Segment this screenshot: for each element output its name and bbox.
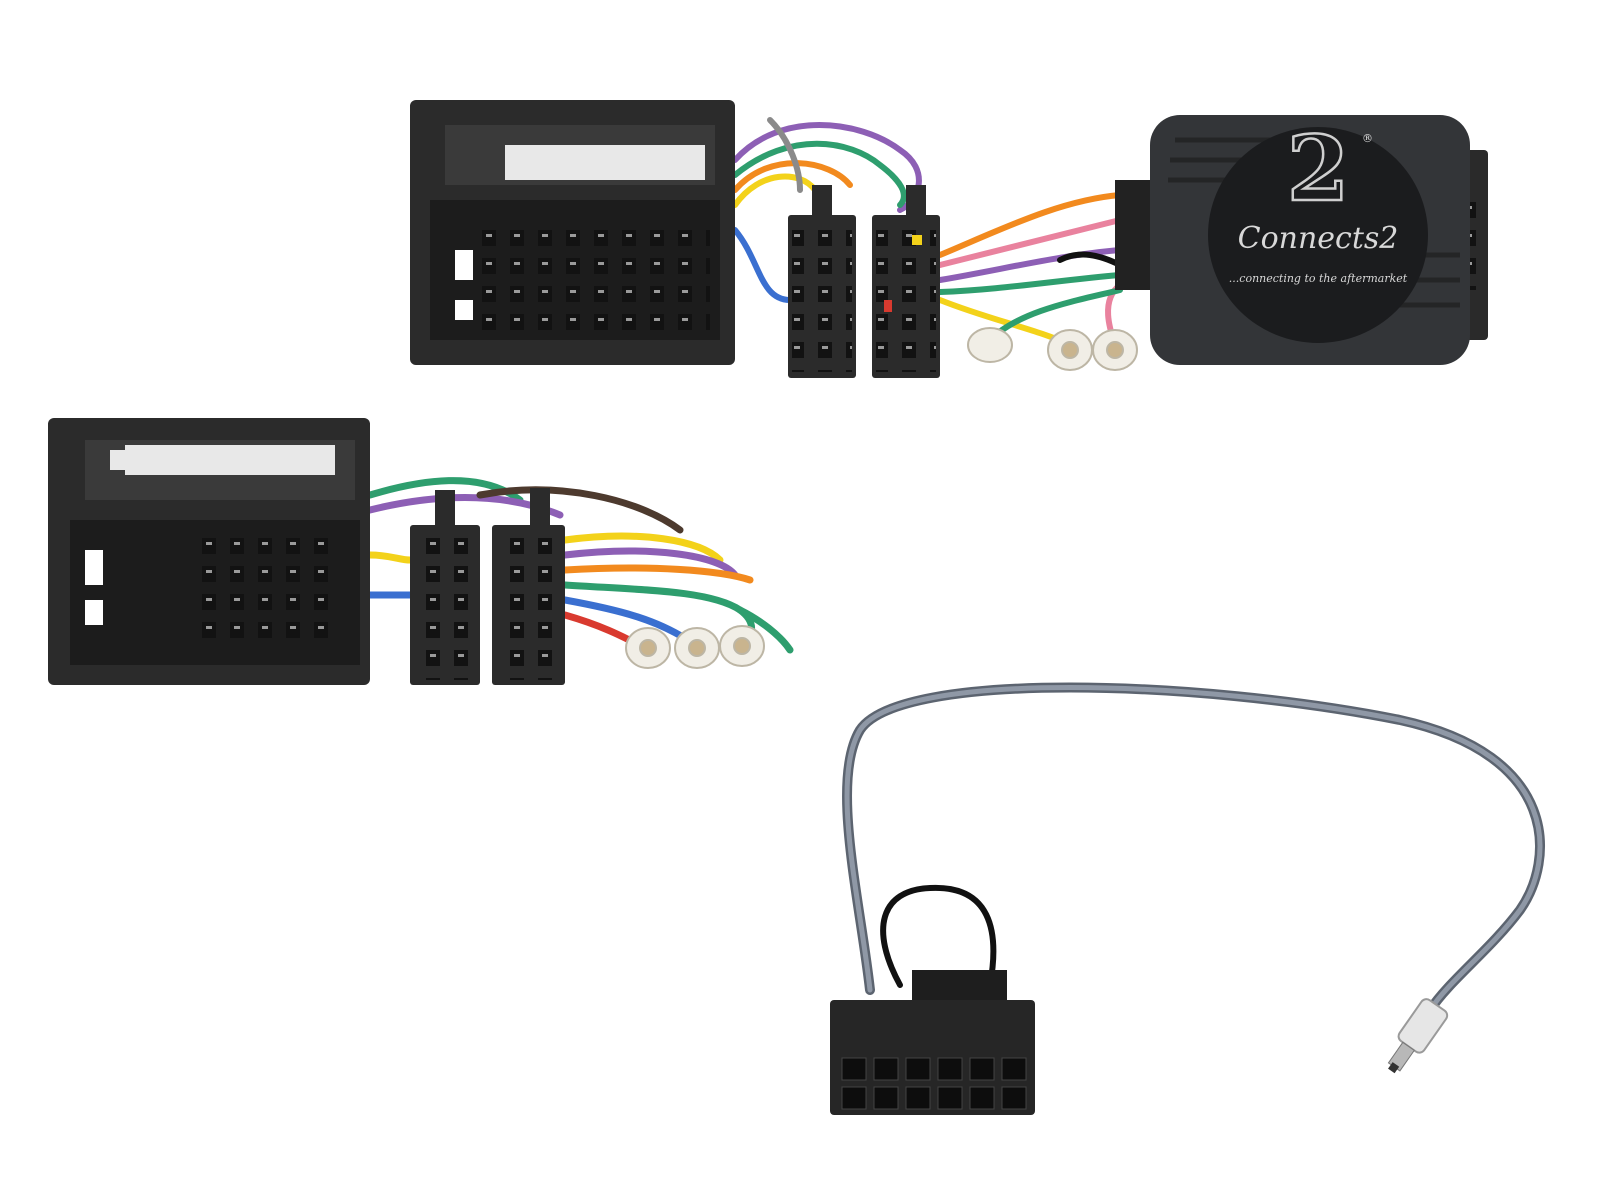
interface-module: 2 ® Connects2 ...connecting to the after…	[1115, 115, 1488, 365]
quadlock-connector-bottom	[48, 418, 370, 685]
brand-mark: 2	[1287, 116, 1350, 222]
iso-connector-top-left	[788, 185, 856, 378]
quadlock-connector-top	[410, 100, 735, 365]
brand-tagline: ...connecting to the aftermarket	[1229, 272, 1408, 285]
antenna-plug	[1387, 998, 1449, 1074]
twelve-pin-connector	[830, 970, 1035, 1115]
iso-connector-bottom-left	[410, 490, 480, 685]
iso-connector-top-right	[872, 185, 940, 378]
spade-connectors-top	[967, 327, 1138, 371]
patch-lead-cable	[842, 682, 1545, 1015]
spade-connectors-bottom	[625, 625, 765, 669]
registered-mark: ®	[1362, 132, 1373, 145]
brand-logo: Connects2	[1238, 221, 1399, 256]
iso-connector-bottom-right	[492, 488, 565, 685]
